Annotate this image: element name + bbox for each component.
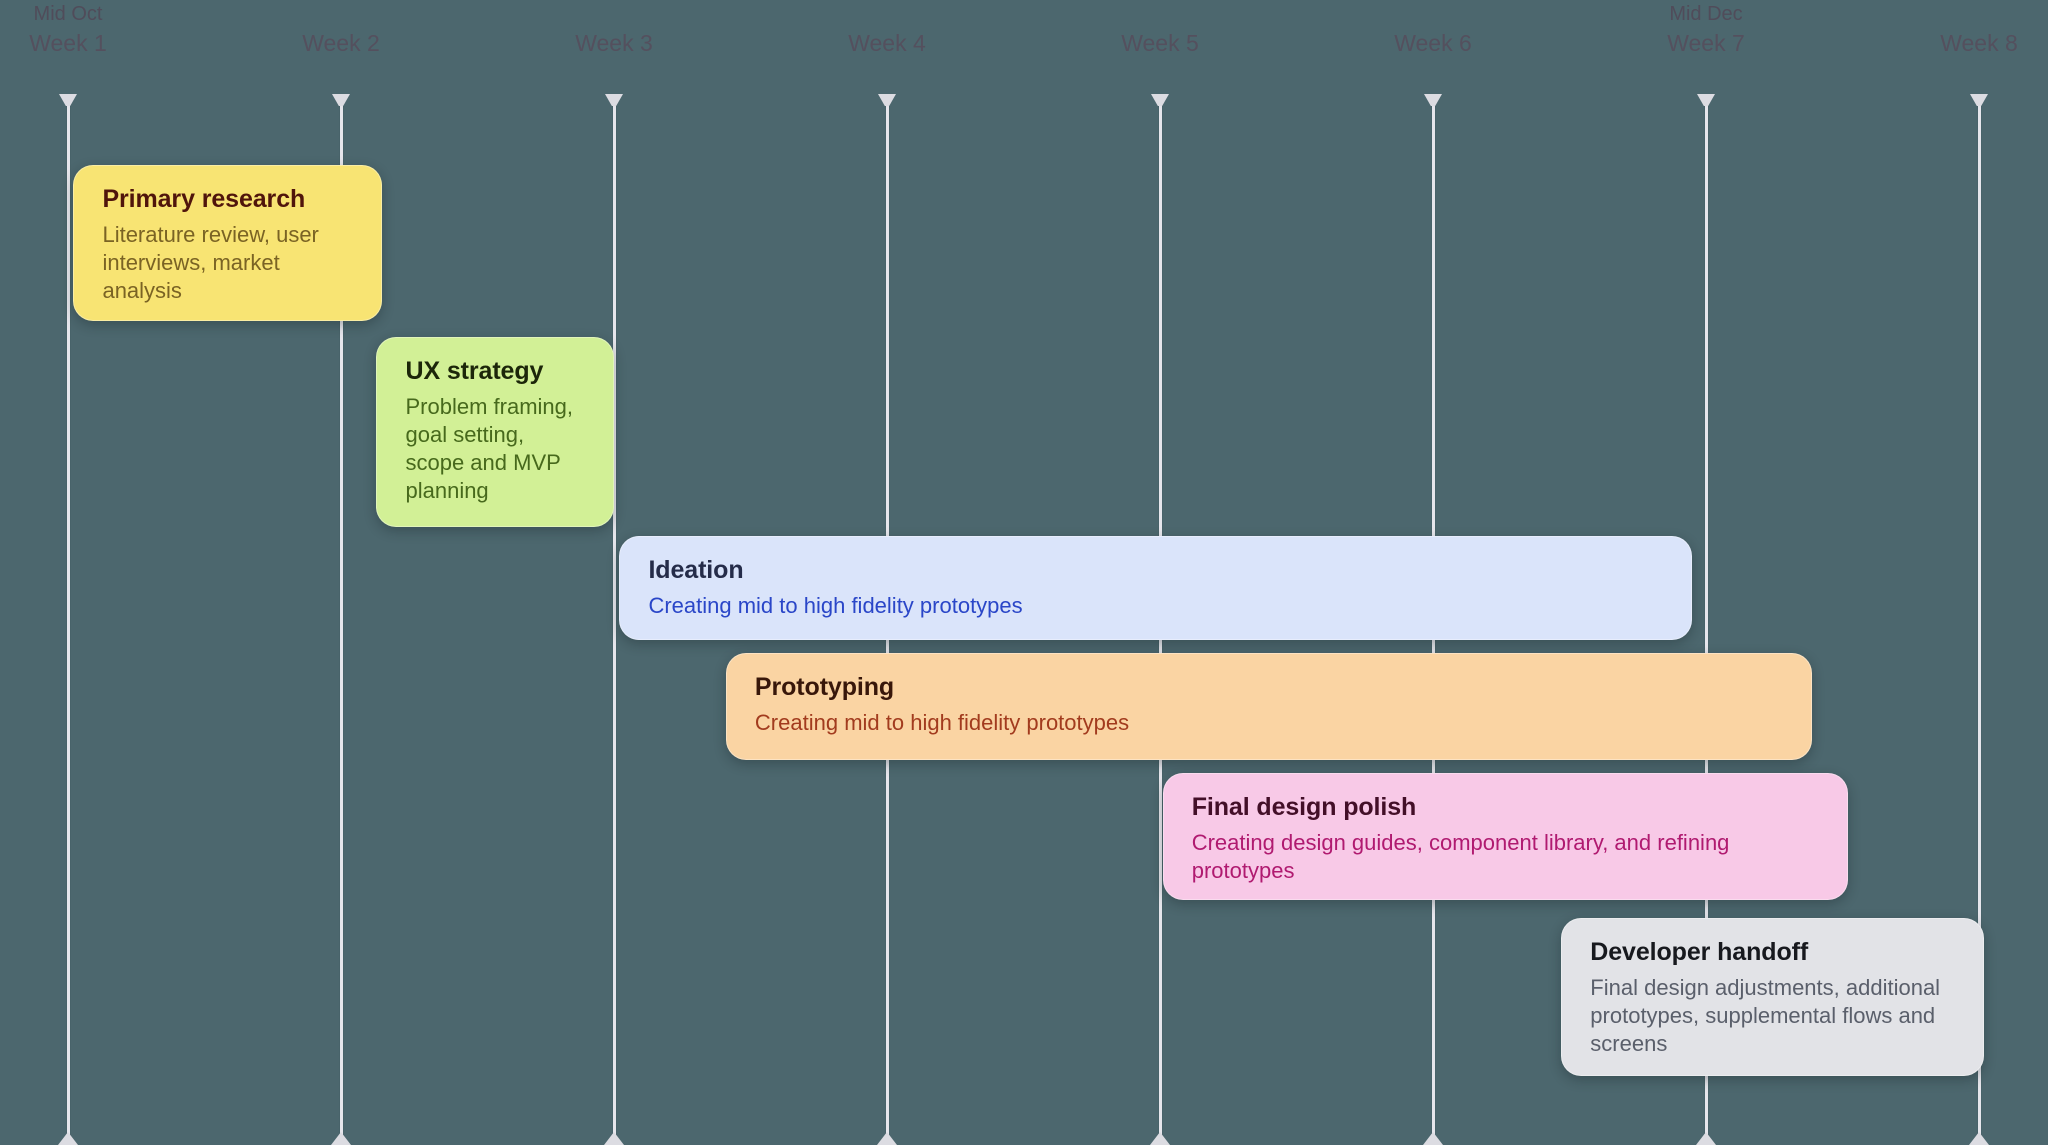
task-title: Prototyping <box>754 673 895 701</box>
week-gridline <box>339 98 343 1145</box>
task-description: Creating mid to high fidelity prototypes <box>648 593 1023 618</box>
task-title: UX strategy <box>405 357 544 385</box>
task-description: Literature review, user interviews, mark… <box>102 222 319 303</box>
week-tick-label-7: Week 7 <box>1667 30 1745 56</box>
gridline-bottom-marker-icon <box>604 1132 624 1145</box>
gridline-top-marker-icon <box>1697 94 1715 106</box>
gridline-top-marker-icon <box>1970 94 1988 106</box>
gridline-bottom-marker-icon <box>1969 1132 1989 1145</box>
gridline-top-marker-icon <box>59 94 77 106</box>
week-tick-label-8: Week 8 <box>1940 30 2018 56</box>
gridline-bottom-marker-icon <box>1696 1132 1716 1145</box>
gridline-top-marker-icon <box>1151 94 1169 106</box>
gridline-top-marker-icon <box>605 94 623 106</box>
week-gridline <box>66 98 70 1145</box>
gridline-top-marker-icon <box>332 94 350 106</box>
task-description: Creating mid to high fidelity prototypes <box>754 710 1130 735</box>
task-description: Problem framing, goal setting, scope and… <box>405 394 573 503</box>
gridline-top-marker-icon <box>1424 94 1442 106</box>
task-title: Ideation <box>648 556 744 584</box>
gridline-bottom-marker-icon <box>331 1132 351 1145</box>
gridline-top-marker-icon <box>878 94 896 106</box>
week-tick-label-2: Week 2 <box>302 30 380 56</box>
task-title: Primary research <box>102 185 306 213</box>
task-description: Final design adjustments, additional pro… <box>1590 975 1941 1056</box>
gridline-bottom-marker-icon <box>877 1132 897 1145</box>
task-description: Creating design guides, component librar… <box>1191 830 1730 883</box>
week-tick-label-1: Week 1 <box>29 30 107 56</box>
gridline-bottom-marker-icon <box>1423 1132 1443 1145</box>
week-tick-label-4: Week 4 <box>848 30 926 56</box>
week-tick-label-3: Week 3 <box>575 30 653 56</box>
week-tick-label-5: Week 5 <box>1121 30 1199 56</box>
week-gridline <box>1704 98 1708 1145</box>
week-tick-label-6: Week 6 <box>1394 30 1472 56</box>
week-gridline <box>612 98 616 1145</box>
gridline-bottom-marker-icon <box>1150 1132 1170 1145</box>
task-title: Final design polish <box>1191 793 1417 821</box>
task-title: Developer handoff <box>1590 938 1809 966</box>
gridline-bottom-marker-icon <box>58 1132 78 1145</box>
month-label-mid-dec: Mid Dec <box>1669 3 1743 25</box>
week-gridline <box>1977 98 1981 1145</box>
month-label-mid-oct: Mid Oct <box>33 3 103 25</box>
